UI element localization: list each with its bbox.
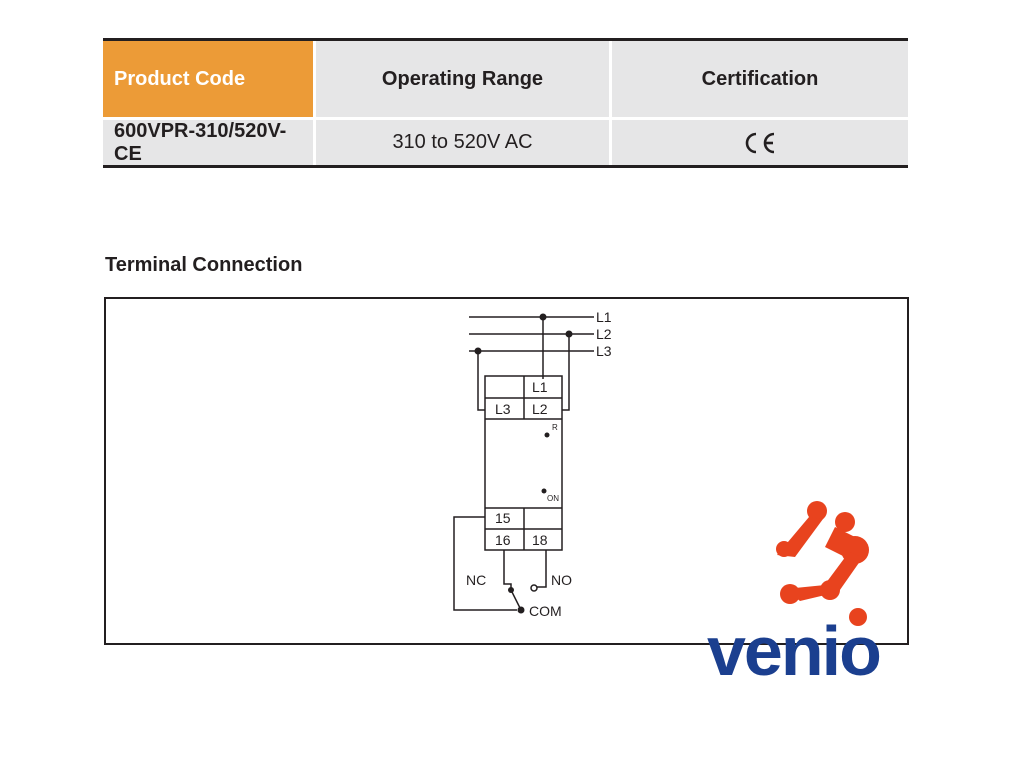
wire-terminal-15 (453, 516, 517, 611)
header-operating-range: Operating Range (316, 41, 609, 117)
indicator-r-dot (544, 432, 550, 438)
molecule-logo-icon: venio (707, 501, 882, 690)
terminal-label-16: 16 (495, 532, 511, 548)
wiring-diagram: L1 L2 L3 L1 L3 L2 R ON 15 16 18 (453, 309, 612, 619)
terminal-label-l3: L3 (495, 401, 511, 417)
terminal-label-l2: L2 (532, 401, 548, 417)
wire-terminal-16 (503, 550, 512, 590)
contact-switch-arm (510, 589, 522, 611)
terminal-diagram-frame: L1 L2 L3 L1 L3 L2 R ON 15 16 18 (104, 297, 909, 645)
terminal-label-18: 18 (532, 532, 548, 548)
supply-label-l1: L1 (596, 309, 612, 325)
header-product-code: Product Code (103, 41, 313, 117)
indicator-on-dot (541, 488, 547, 494)
indicator-r-label: R (552, 423, 558, 432)
table-bottom-rule (103, 165, 908, 168)
ce-mark-icon (745, 132, 775, 153)
venio-logo: venio (705, 497, 930, 690)
indicator-on-label: ON (547, 494, 559, 503)
contact-no-open-dot (530, 584, 538, 592)
product-code-value: 600VPR-310/520V-CE (103, 120, 313, 165)
wire-l2-drop (562, 334, 570, 411)
contact-com-dot (517, 606, 525, 614)
terminal-label-15: 15 (495, 510, 511, 526)
supply-label-l3: L3 (596, 343, 612, 359)
terminal-label-l1: L1 (532, 379, 548, 395)
wire-terminal-18 (537, 550, 547, 588)
spec-table: Product Code Operating Range Certificati… (103, 38, 908, 168)
section-title: Terminal Connection (105, 254, 303, 276)
contact-label-nc: NC (466, 572, 486, 588)
supply-label-l2: L2 (596, 326, 612, 342)
header-certification: Certification (612, 41, 908, 117)
contact-label-no: NO (551, 572, 572, 588)
contact-label-com: COM (529, 603, 562, 619)
logo-text: venio (707, 612, 880, 687)
certification-cell (612, 120, 908, 165)
operating-range-value: 310 to 520V AC (316, 120, 609, 165)
table-top-rule (103, 38, 908, 41)
wire-l3-drop (477, 351, 485, 411)
